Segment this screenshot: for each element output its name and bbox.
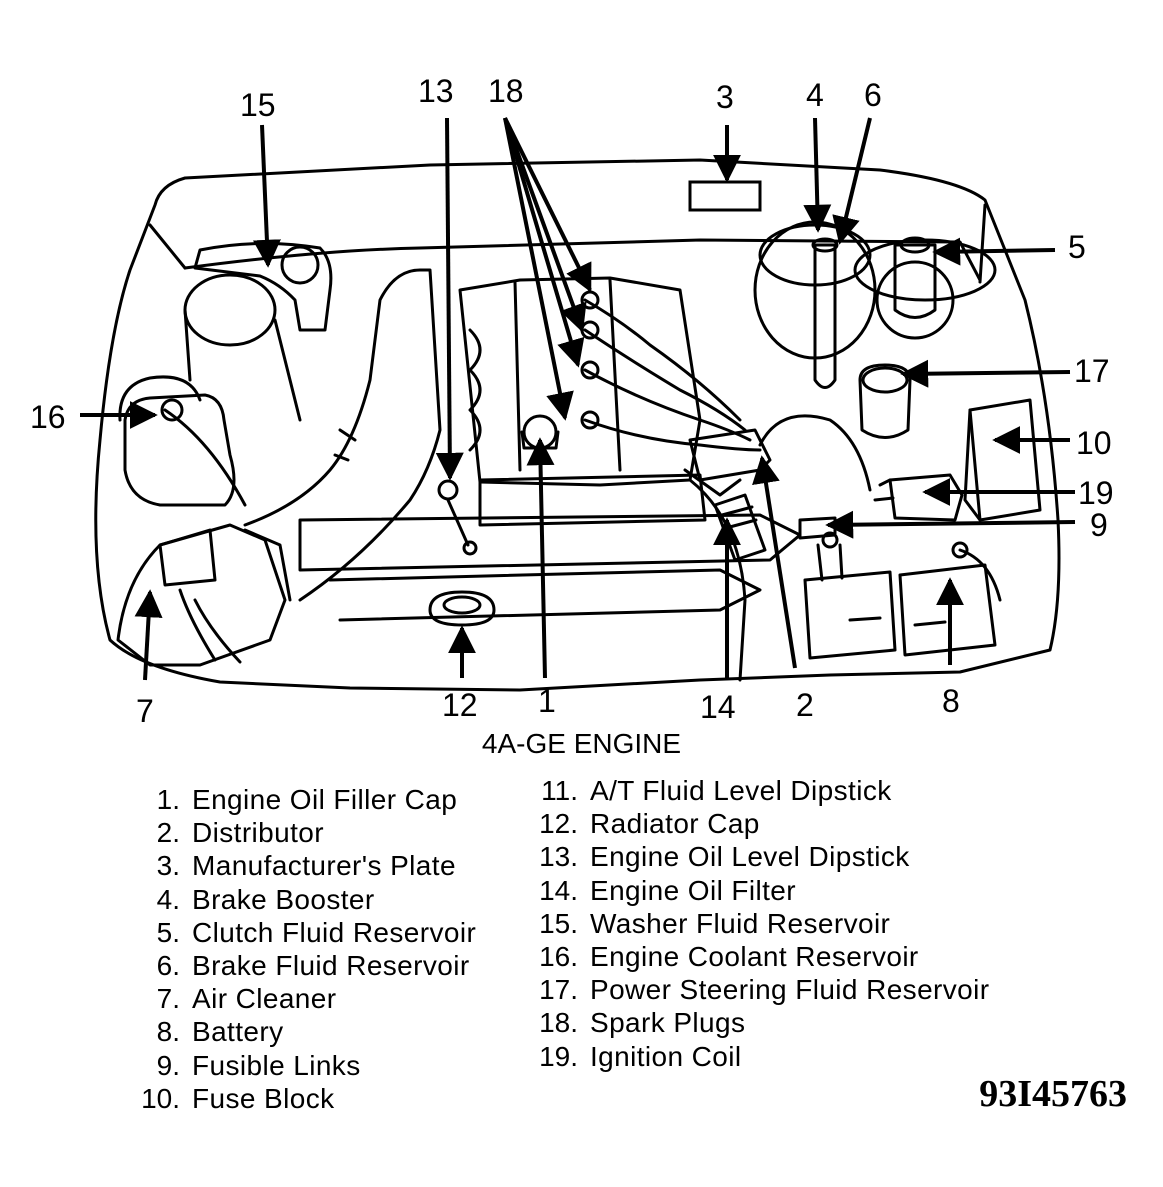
brake-fluid-reservoir bbox=[813, 243, 837, 389]
callout-16: 16 bbox=[30, 399, 66, 435]
legend-item: 18.Spark Plugs bbox=[539, 1007, 746, 1039]
callout-3: 3 bbox=[716, 79, 734, 115]
fusible-links bbox=[798, 516, 837, 540]
legend-item: 8.Battery bbox=[156, 1016, 284, 1048]
clutch-fluid-reservoir bbox=[875, 260, 955, 340]
legend-item: 14.Engine Oil Filter bbox=[539, 874, 796, 906]
legend-item: 16.Engine Coolant Reservoir bbox=[539, 940, 919, 972]
fuse-block bbox=[968, 398, 1042, 522]
callout-10: 10 bbox=[1076, 425, 1112, 461]
legend-item: 2.Distributor bbox=[156, 817, 324, 849]
radiator-cap bbox=[428, 590, 496, 627]
legend-item: 7.Air Cleaner bbox=[156, 983, 337, 1015]
callout-1: 1 bbox=[538, 683, 556, 719]
diagram-caption: 4A-GE ENGINE bbox=[481, 728, 682, 759]
legend-item: 1.Engine Oil Filler Cap bbox=[156, 784, 458, 815]
callout-14: 14 bbox=[700, 689, 736, 725]
callout-9: 9 bbox=[1090, 507, 1108, 543]
legend-item: 4.Brake Booster bbox=[156, 883, 375, 915]
legend-item: 15.Washer Fluid Reservoir bbox=[539, 907, 891, 939]
air-cleaner bbox=[116, 523, 287, 667]
power-steering-reservoir bbox=[858, 363, 912, 439]
callout-19: 19 bbox=[1078, 475, 1114, 511]
callout-5: 5 bbox=[1068, 229, 1086, 265]
oil-filter bbox=[713, 493, 767, 562]
legend-item: 17.Power Steering Fluid Reservoir bbox=[539, 974, 990, 1006]
callout-15: 15 bbox=[240, 87, 276, 123]
legend-item: 19.Ignition Coil bbox=[539, 1040, 742, 1072]
callout-17: 17 bbox=[1074, 353, 1110, 389]
legend-item: 11.A/T Fluid Level Dipstick bbox=[541, 775, 892, 806]
washer-reservoir bbox=[193, 241, 333, 332]
legend-item: 10.Fuse Block bbox=[141, 1082, 335, 1114]
engine-compartment-diagram: 13 18 3 4 6 15 5 17 16 10 19 9 7 12 1 14… bbox=[30, 73, 1114, 729]
callout-13: 13 bbox=[418, 73, 454, 109]
legend-item: 13.Engine Oil Level Dipstick bbox=[539, 841, 910, 873]
legend-item: 6.Brake Fluid Reservoir bbox=[156, 949, 470, 981]
callout-6: 6 bbox=[864, 77, 882, 113]
legend-item: 12.Radiator Cap bbox=[539, 808, 760, 840]
callout-4: 4 bbox=[806, 77, 824, 113]
ignition-coil bbox=[888, 473, 964, 522]
callout-12: 12 bbox=[442, 687, 478, 723]
legend-item: 5.Clutch Fluid Reservoir bbox=[156, 916, 477, 948]
callout-8: 8 bbox=[942, 683, 960, 719]
legend-right-column: 11.A/T Fluid Level Dipstick 12.Radiator … bbox=[528, 774, 990, 1073]
callout-2: 2 bbox=[796, 687, 814, 723]
callout-7: 7 bbox=[136, 693, 154, 729]
callout-18: 18 bbox=[488, 73, 524, 109]
compartment-outline bbox=[94, 158, 1061, 692]
legend-left-column: 1.Engine Oil Filler Cap 2.Distributor 3.… bbox=[128, 783, 476, 1115]
distributor bbox=[688, 428, 772, 482]
figure-id: 93I45763 bbox=[979, 1073, 1127, 1115]
coolant-reservoir bbox=[123, 393, 236, 507]
legend-item: 3.Manufacturer's Plate bbox=[156, 850, 456, 882]
battery bbox=[803, 570, 897, 660]
legend-item: 9.Fusible Links bbox=[156, 1049, 361, 1081]
